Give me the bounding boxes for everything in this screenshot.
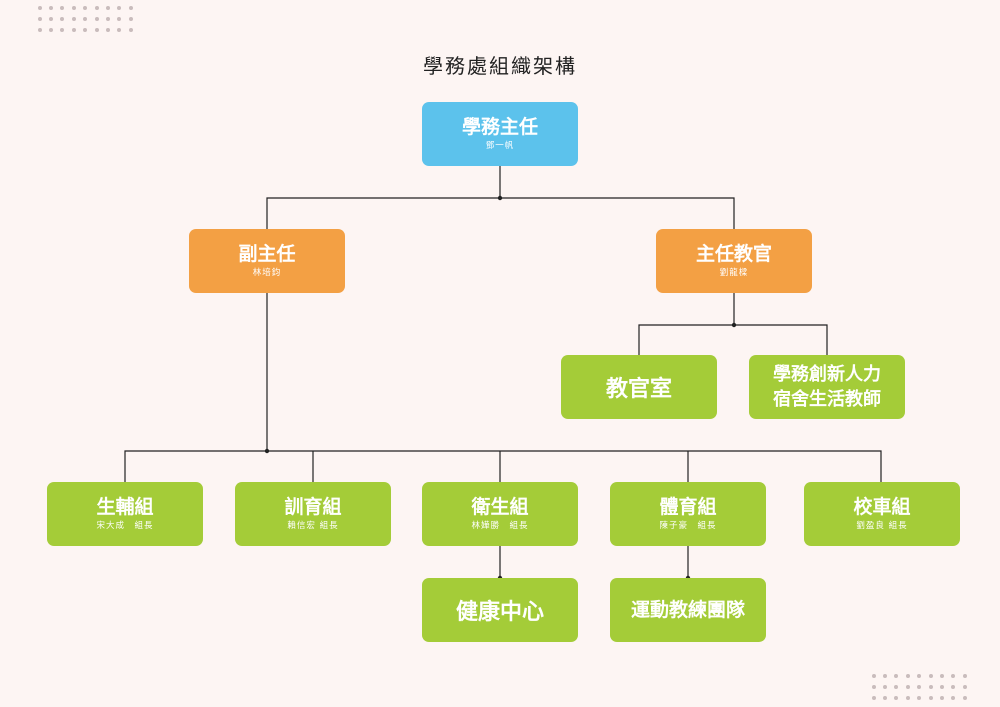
node-title: 生輔組 xyxy=(96,496,154,518)
node-bus: 校車組 劉盈良 組長 xyxy=(804,482,960,546)
node-title: 訓育組 xyxy=(284,496,342,518)
node-person: 陳子豪 組長 xyxy=(659,521,717,531)
node-person: 劉龍樑 xyxy=(719,268,749,278)
junction-dot xyxy=(264,448,270,454)
junction-dot xyxy=(731,322,737,328)
node-title: 校車組 xyxy=(853,496,911,518)
node-person: 林培鈞 xyxy=(252,268,282,278)
node-person: 鄧一帆 xyxy=(485,141,515,151)
node-health: 衛生組 林嬅勝 組長 xyxy=(422,482,578,546)
node-guidance: 生輔組 宋大成 組長 xyxy=(47,482,203,546)
node-person: 林嬅勝 組長 xyxy=(471,521,529,531)
node-chief-instructor: 主任教官 劉龍樑 xyxy=(656,229,812,293)
node-director: 學務主任 鄧一帆 xyxy=(422,102,578,166)
page-title: 學務處組織架構 xyxy=(423,54,577,78)
connector-chief-branch xyxy=(638,324,828,355)
node-title: 健康中心 xyxy=(455,600,544,625)
node-title: 主任教官 xyxy=(695,243,772,265)
node-vice-director: 副主任 林培鈞 xyxy=(189,229,345,293)
node-title: 運動教練團隊 xyxy=(630,599,745,621)
connector-top-branch xyxy=(266,197,735,229)
node-person: 劉盈良 組長 xyxy=(856,521,908,531)
node-sports: 體育組 陳子豪 組長 xyxy=(610,482,766,546)
node-title: 體育組 xyxy=(659,496,717,518)
junction-dot xyxy=(497,195,503,201)
node-title: 學務主任 xyxy=(461,116,538,138)
node-dorm-teacher: 學務創新人力 宿舍生活教師 xyxy=(749,355,905,419)
node-training: 訓育組 賴信宏 組長 xyxy=(235,482,391,546)
node-title: 教官室 xyxy=(605,377,672,402)
decorative-dots-top-left xyxy=(34,2,137,36)
node-military-office: 教官室 xyxy=(561,355,717,419)
node-title: 副主任 xyxy=(238,243,296,265)
node-title-line1: 學務創新人力 xyxy=(773,364,881,385)
connector-units-branch xyxy=(124,450,882,482)
node-person: 賴信宏 組長 xyxy=(287,521,339,531)
node-person: 宋大成 組長 xyxy=(96,521,154,531)
node-title-line2: 宿舍生活教師 xyxy=(773,389,881,410)
node-coach-team: 運動教練團隊 xyxy=(610,578,766,642)
node-title: 衛生組 xyxy=(471,496,529,518)
decorative-dots-bottom-right xyxy=(868,670,971,704)
node-health-center: 健康中心 xyxy=(422,578,578,642)
